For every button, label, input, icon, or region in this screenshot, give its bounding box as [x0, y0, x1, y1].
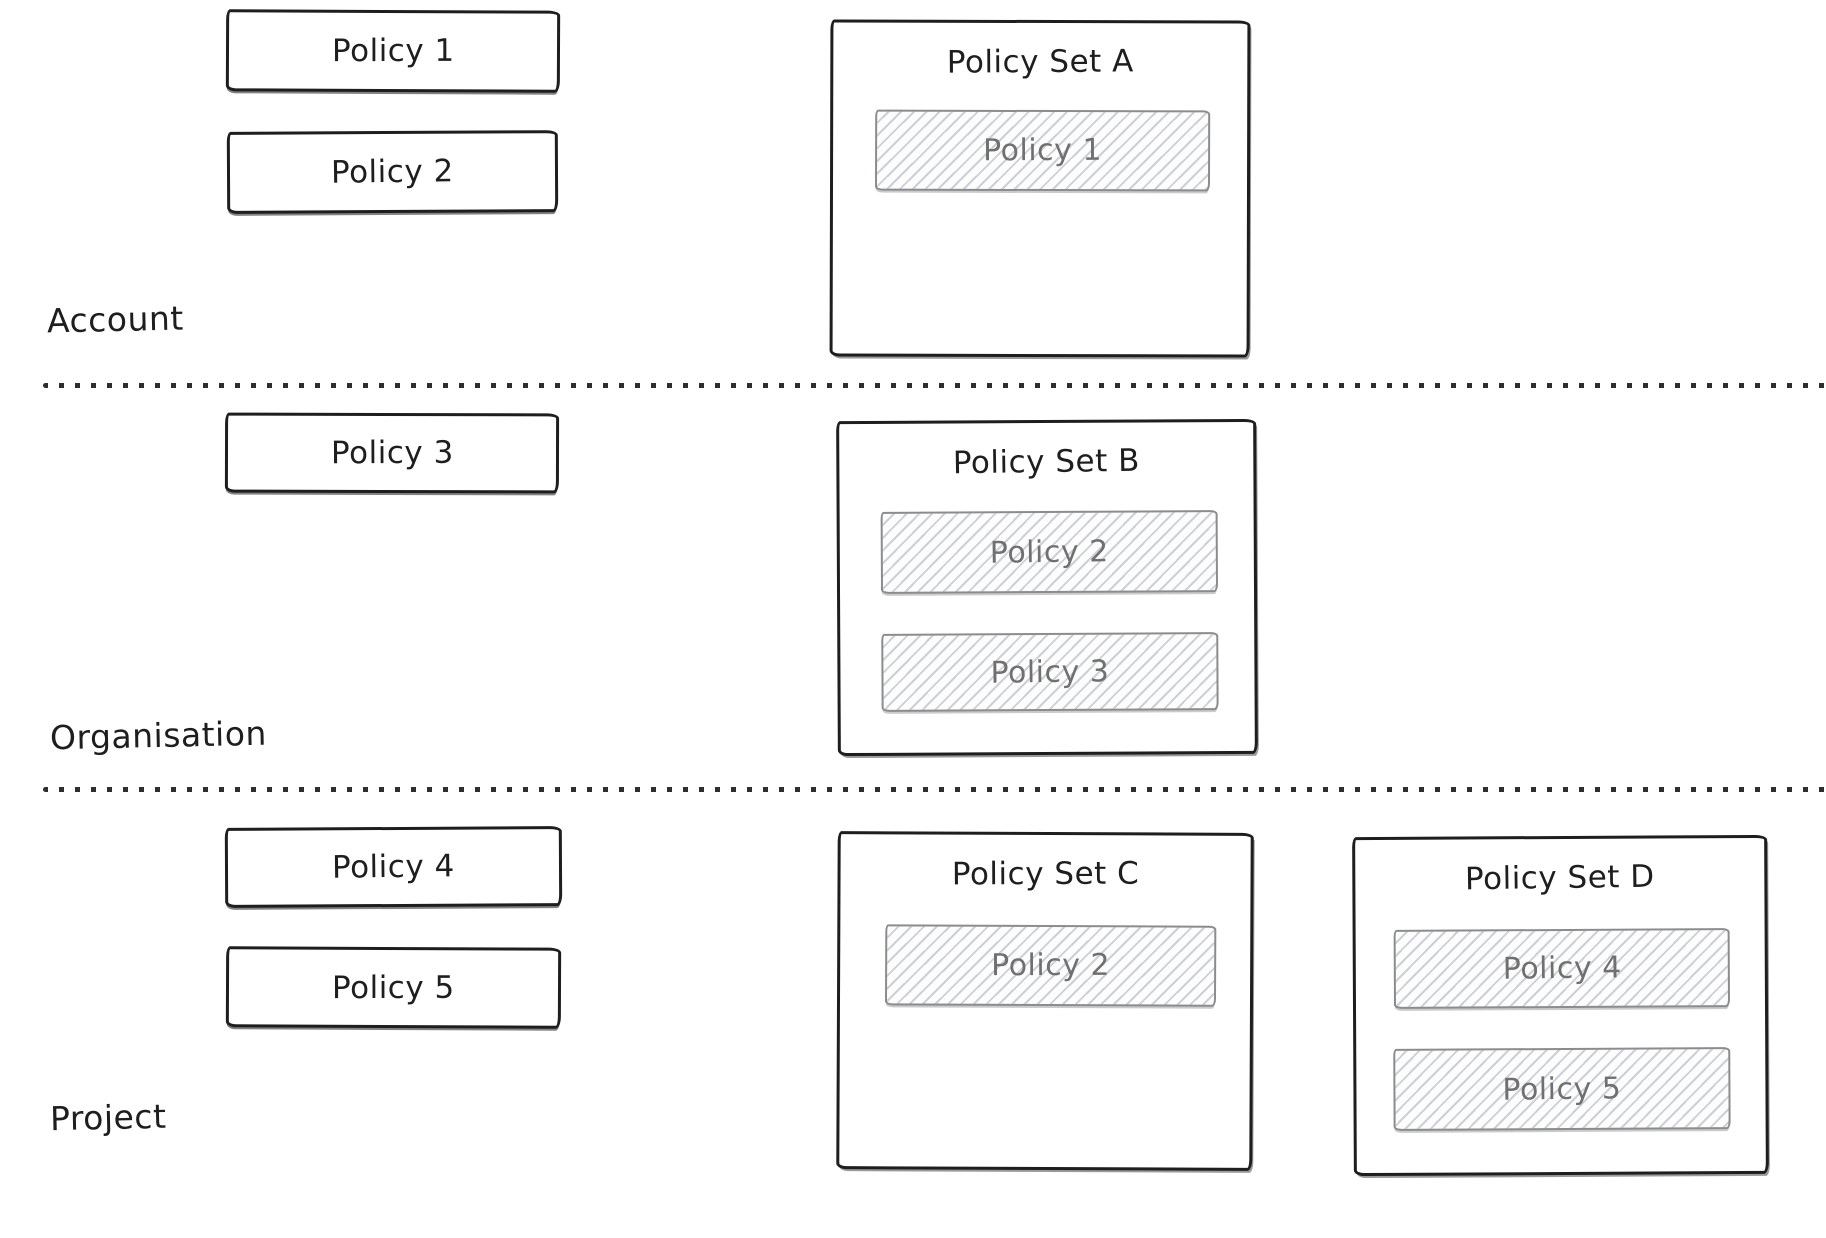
- member-label: Policy 4: [1502, 950, 1622, 987]
- policy-box-label: Policy 3: [330, 434, 454, 472]
- policy-box-label: Policy 5: [332, 969, 455, 1006]
- policy-box-label: Policy 4: [331, 848, 456, 886]
- policy-set-b: Policy Set B Policy 2 Policy 3: [836, 418, 1258, 757]
- section-divider: [43, 787, 1826, 792]
- policy-set-title: Policy Set D: [1464, 858, 1655, 898]
- policy-box-policy-2: Policy 2: [226, 130, 559, 214]
- policy-set-member-policy-4: Policy 4: [1393, 928, 1731, 1009]
- policy-box-label: Policy 1: [331, 32, 455, 70]
- member-label: Policy 1: [983, 132, 1103, 169]
- member-label: Policy 2: [991, 947, 1111, 984]
- policy-set-d: Policy Set D Policy 4 Policy 5: [1352, 834, 1769, 1177]
- policy-set-title: Policy Set C: [951, 855, 1140, 893]
- policy-set-member-policy-1: Policy 1: [874, 109, 1211, 192]
- section-label-account: Account: [46, 298, 185, 341]
- member-label: Policy 5: [1502, 1070, 1622, 1108]
- member-label: Policy 2: [989, 533, 1109, 571]
- policy-set-member-policy-2: Policy 2: [884, 924, 1217, 1007]
- policy-set-member-policy-3: Policy 3: [881, 632, 1219, 712]
- policy-set-title: Policy Set B: [952, 442, 1141, 482]
- member-label: Policy 3: [990, 653, 1110, 691]
- section-divider: [43, 383, 1826, 388]
- policy-box-policy-1: Policy 1: [225, 9, 561, 93]
- policy-set-member-policy-2: Policy 2: [880, 510, 1219, 594]
- policy-set-member-policy-5: Policy 5: [1393, 1047, 1731, 1131]
- policy-box-policy-4: Policy 4: [224, 826, 563, 908]
- policy-box-policy-3: Policy 3: [224, 412, 560, 494]
- policy-box-label: Policy 2: [330, 153, 455, 191]
- section-label-organisation: Organisation: [49, 713, 268, 758]
- policy-set-c: Policy Set C Policy 2: [836, 831, 1254, 1171]
- policy-set-a: Policy Set A Policy 1: [829, 19, 1251, 358]
- policy-box-policy-5: Policy 5: [225, 946, 562, 1029]
- policy-set-title: Policy Set A: [946, 43, 1134, 81]
- section-label-project: Project: [49, 1096, 167, 1139]
